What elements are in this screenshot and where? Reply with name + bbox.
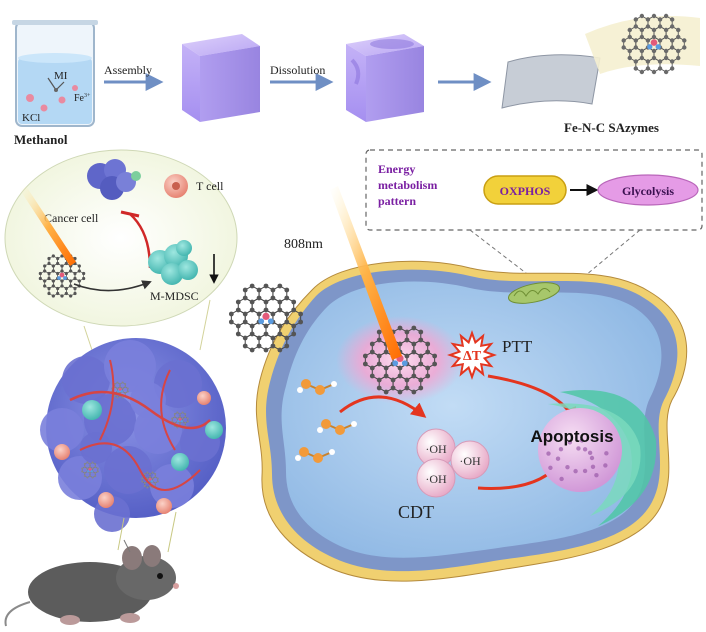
synthesis-row: MI Fe3+ KCl Methanol Assembly Dissolutio…	[12, 13, 700, 147]
reagent-fe: Fe3+	[74, 93, 91, 104]
beaker: MI Fe3+ KCl Methanol	[12, 20, 98, 147]
apoptosis-label: Apoptosis	[530, 427, 613, 446]
tumor-cell: ΔT PTT ·OH ·OH ·OH CDT Apoptosis	[255, 260, 688, 582]
energy-title-2: metabolism	[378, 178, 437, 192]
product-label: Fe-N-C SAzymes	[564, 120, 659, 135]
mof-cube	[182, 34, 260, 122]
oh-radical-1: ·OH	[425, 442, 447, 456]
t-cell-label: T cell	[196, 179, 224, 193]
graphene-lattice-large	[228, 283, 304, 353]
cancer-cell-icon	[87, 159, 141, 200]
immune-inset: T cell Cancer cell M-MDSC	[4, 149, 238, 327]
laser-beam-inset	[20, 186, 76, 266]
dissolution-label: Dissolution	[270, 63, 325, 77]
ptt-label: PTT	[502, 337, 533, 356]
oh-radicals: ·OH ·OH ·OH	[416, 428, 490, 498]
energy-metabolism-box: Energy metabolism pattern OXPHOS Glycoly…	[365, 149, 703, 291]
cdt-label: CDT	[398, 502, 434, 522]
laser-wavelength-label: 808nm	[284, 237, 323, 252]
oh-radical-2: ·OH	[459, 454, 481, 468]
reagent-kcl: KCl	[22, 112, 40, 124]
graphene-to-mdsc-arrow	[73, 280, 152, 292]
etched-cube	[346, 34, 424, 122]
h2o2-molecules	[295, 379, 357, 463]
energy-title-3: pattern	[378, 194, 416, 208]
graphene-lattice-inset	[38, 254, 86, 298]
oh-radical-3: ·OH	[425, 472, 447, 486]
graphene-lattice-top	[621, 13, 687, 75]
tumor-cluster	[40, 338, 226, 532]
delta-t-burst	[447, 330, 497, 380]
assembly-label: Assembly	[104, 63, 152, 77]
reagent-mi: MI	[54, 70, 68, 82]
m-mdsc-icon	[148, 240, 198, 285]
cancer-cell-label: Cancer cell	[44, 211, 99, 225]
mouse-model	[4, 539, 179, 627]
mitochondrion-icon	[507, 282, 561, 304]
glycolysis-pill	[597, 174, 699, 206]
apoptotic-nucleus	[538, 390, 657, 526]
delta-t-label: ΔT	[463, 349, 482, 364]
oxphos-pill	[483, 175, 567, 205]
beaker-label: Methanol	[14, 132, 68, 147]
m-mdsc-label: M-MDSC	[150, 289, 199, 303]
energy-title-1: Energy	[378, 162, 415, 176]
sazyme-sheet	[501, 13, 700, 109]
laser-beam-main	[330, 186, 402, 360]
h2o2-to-oh-arrow	[339, 395, 427, 418]
oxphos-label: OXPHOS	[500, 184, 551, 198]
glycolysis-label: Glycolysis	[622, 184, 674, 198]
